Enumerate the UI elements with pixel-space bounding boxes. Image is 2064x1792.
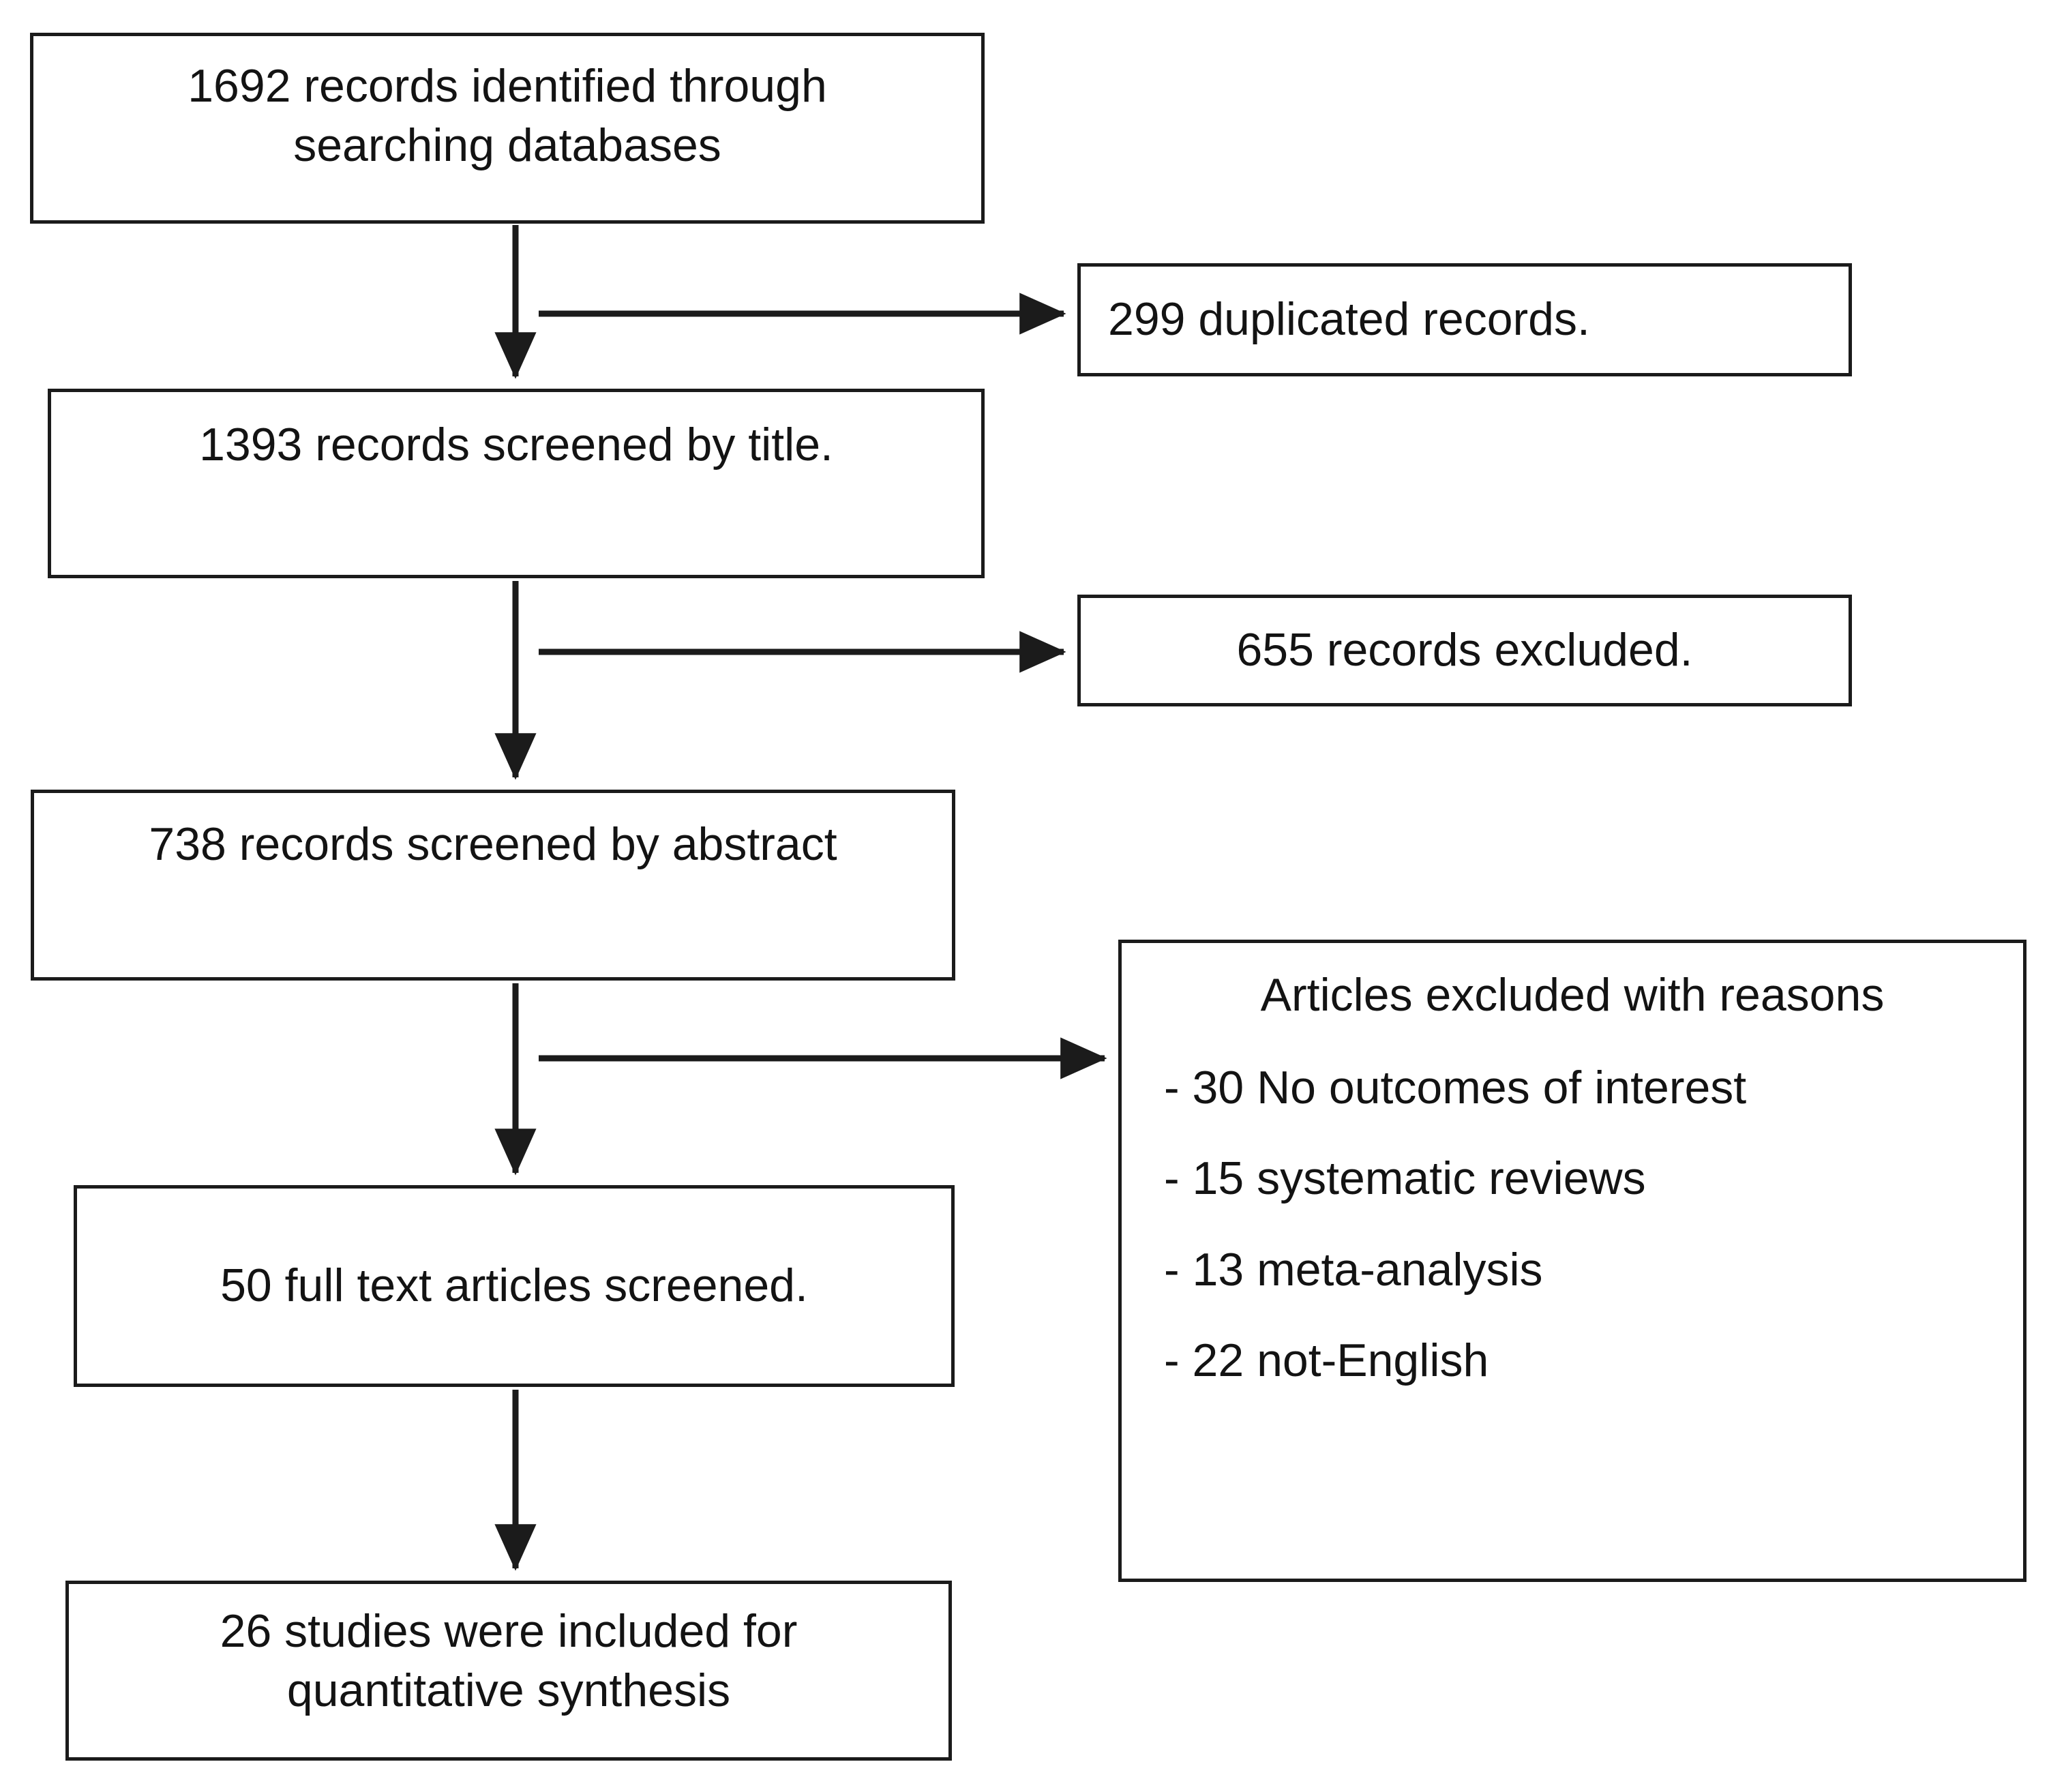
node-records-screened-title: 1393 records screened by title. (48, 389, 985, 578)
node-studies-included-label: 26 studies were included for quantitativ… (220, 1605, 798, 1717)
reasons-list-item: - 30 No outcomes of interest (1164, 1061, 1747, 1114)
node-records-excluded: 655 records excluded. (1077, 595, 1852, 706)
node-articles-excluded-with-reasons: Articles excluded with reasons - 30 No o… (1118, 940, 2026, 1582)
reasons-list-item: - 13 meta-analysis (1164, 1243, 1543, 1296)
node-fulltext-screened-label: 50 full text articles screened. (220, 1259, 808, 1312)
node-records-screened-title-label: 1393 records screened by title. (199, 419, 833, 471)
node-records-screened-abstract-label: 738 records screened by abstract (149, 818, 837, 870)
node-records-screened-abstract: 738 records screened by abstract (31, 790, 955, 981)
node-records-excluded-label: 655 records excluded. (1236, 624, 1693, 676)
node-records-identified-label: 1692 records identified through searchin… (188, 60, 827, 172)
node-duplicated-records-label: 299 duplicated records. (1108, 293, 1590, 346)
node-studies-included: 26 studies were included for quantitativ… (65, 1581, 952, 1761)
reasons-title: Articles excluded with reasons (1260, 969, 1885, 1021)
reasons-list-item: - 15 systematic reviews (1164, 1152, 1646, 1205)
node-duplicated-records: 299 duplicated records. (1077, 263, 1852, 376)
reasons-list: - 30 No outcomes of interest - 15 system… (1122, 1024, 2023, 1389)
reasons-list-item: - 22 not-English (1164, 1334, 1489, 1387)
node-fulltext-screened: 50 full text articles screened. (74, 1185, 955, 1387)
node-records-identified: 1692 records identified through searchin… (30, 33, 985, 224)
